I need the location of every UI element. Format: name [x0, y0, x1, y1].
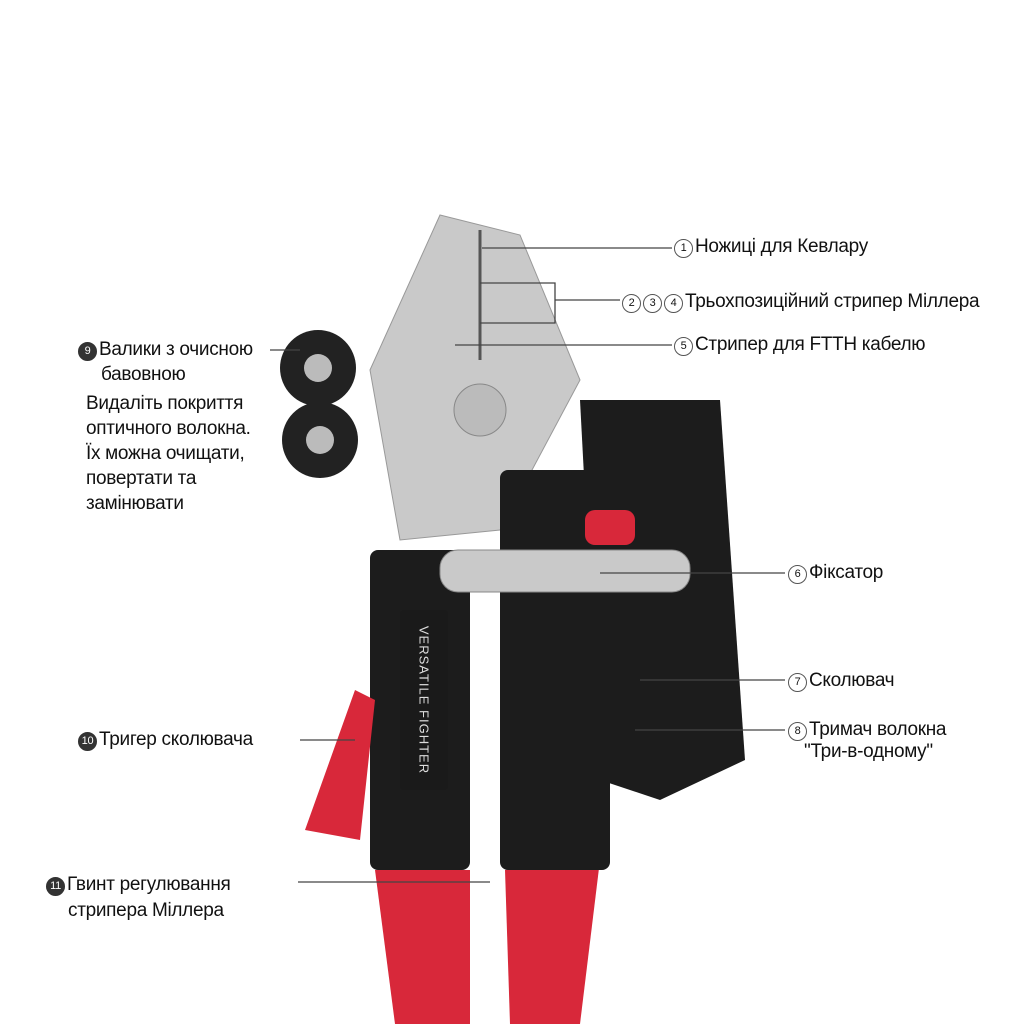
leader-lines — [270, 247, 785, 883]
label-text: бавовною — [101, 364, 186, 385]
number-badge: 1 — [674, 239, 693, 258]
description-line: Їх можна очищати, — [86, 443, 245, 464]
number-badge: 6 — [788, 565, 807, 584]
brand-text: VERSATILE FIGHTER — [416, 625, 432, 775]
lock-bar — [439, 549, 691, 593]
number-badge: 4 — [664, 294, 683, 313]
number-badge: 2 — [622, 294, 641, 313]
number-badge: 9 — [78, 342, 97, 361]
number-badge: 7 — [788, 673, 807, 692]
number-badge: 11 — [46, 877, 65, 896]
cleaver-housing — [580, 400, 745, 800]
description-line: Видаліть покриття — [86, 393, 244, 414]
number-badge: 8 — [788, 722, 807, 741]
label-text: "Три-в-одному" — [804, 741, 933, 762]
number-badge: 10 — [78, 732, 97, 751]
label-text: Тримач волокна — [809, 719, 947, 740]
description-line: замінювати — [86, 493, 184, 514]
left-handle — [375, 870, 470, 1024]
label-text: Трьохпозиційний стрипер Міллера — [685, 291, 980, 312]
label-text: Стрипер для FTTH кабелю — [695, 334, 926, 355]
number-badge: 3 — [643, 294, 662, 313]
right-handle — [505, 860, 600, 1024]
label-text: Тригер сколювача — [99, 729, 253, 750]
label-text: Гвинт регулювання — [67, 874, 231, 895]
label-text: Валики з очисною — [99, 339, 253, 360]
label-text: Ножиці для Кевлару — [695, 236, 868, 257]
red-button — [585, 510, 635, 545]
number-badge: 5 — [674, 337, 693, 356]
label-text: Сколювач — [809, 670, 895, 691]
description-line: повертати та — [86, 468, 197, 489]
label-text: Фіксатор — [809, 562, 884, 583]
brand-plate: VERSATILE FIGHTER — [400, 610, 448, 790]
description-line: оптичного волокна. — [86, 418, 251, 439]
label-text: стрипера Міллера — [68, 900, 224, 921]
cleaver-trigger — [305, 690, 375, 840]
